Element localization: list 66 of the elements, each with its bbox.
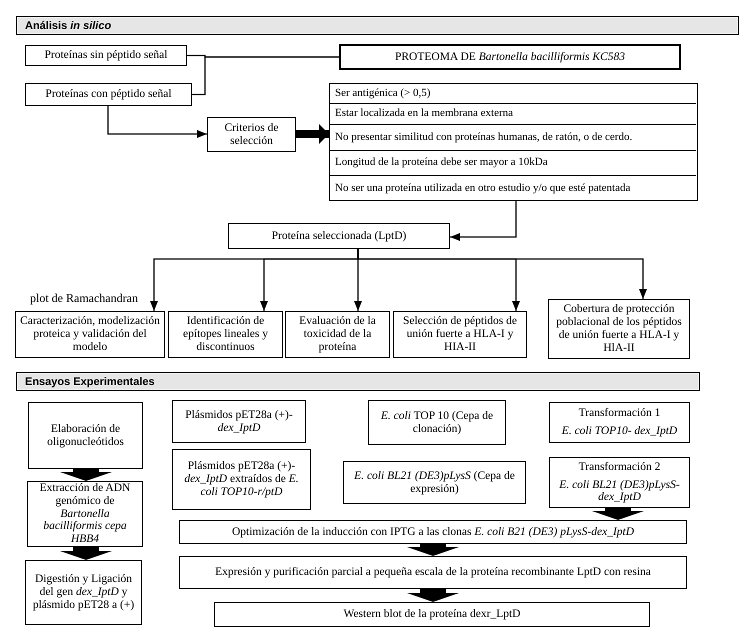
process-box (393, 311, 527, 358)
tool-label: plot de Ramachandran (30, 292, 138, 306)
process-box (28, 402, 143, 469)
box-text: Proteínas sin péptido señal (44, 49, 168, 62)
box-text: Identificación de epítopes lineales y discontinuos (182, 315, 269, 354)
process-box (25, 560, 142, 625)
arrow (107, 106, 207, 138)
process-box (168, 311, 283, 358)
box-text: Estar localizada en la membrana externa (335, 107, 514, 120)
process-box (25, 83, 192, 106)
box-text: Expresión y purificación parcial a pequeña escala de la proteína recombinante LptD con resina (215, 566, 651, 579)
box-text: E. coli TOP 10 (Cepa de clonación) (380, 410, 494, 436)
process-box (285, 311, 390, 358)
process-box (25, 45, 187, 66)
box-text: PROTEOMA DE Bartonella bacilliformis KC583 (394, 50, 625, 64)
block-arrow (296, 124, 329, 144)
box-text: No ser una proteína utilizada en otro estudio y/o que esté patentada (335, 182, 630, 194)
process-box (179, 520, 687, 544)
box-text: Optimización de la inducción con IPTG a las clonas E. coli B21 (DE3) pLysS-dex_IptD (232, 526, 634, 538)
block-arrow (60, 547, 112, 560)
block-arrow (407, 544, 459, 556)
box-text: Transformación 1 (578, 407, 660, 420)
box-text: Ser antigénica (> 0,5) (335, 86, 430, 100)
section-header (16, 16, 739, 35)
arrow (357, 249, 647, 299)
section-header (16, 372, 700, 391)
box-body-text: E. coli TOP10- dex_IptD (562, 425, 678, 438)
box-text: Proteína seleccionada (LptD) (272, 230, 406, 242)
process-box (214, 602, 650, 627)
process-box (343, 461, 526, 504)
section-title: Análisis in silico (25, 20, 112, 32)
block-arrow (407, 589, 459, 602)
block-arrow (60, 469, 112, 481)
box-text: Evaluación de la toxicidad de la proteína (298, 315, 377, 354)
process-box (548, 299, 690, 359)
process-box (27, 481, 143, 547)
process-box (549, 402, 690, 443)
box-text: Plásmidos pET28a (+)-dex_IptD extraídos de E. coli TOP10-r/ptD (183, 460, 300, 499)
process-box (172, 400, 306, 443)
box-text: Cobertura de protección poblacional de los péptidos de unión fuerte a HLA-I y HlA-II (555, 303, 683, 355)
box-text: Plásmidos pET28a (+)-dex_IptD (184, 408, 294, 434)
process-box (228, 223, 450, 249)
process-box (207, 117, 296, 152)
box-text: Extracción de ADN genómico de Bartonella bacilliformis cepa HBB4 (38, 482, 132, 546)
box-text: Western blot de la proteína dexr_LptD (344, 608, 520, 621)
section-title: Ensayos Experimentales (25, 376, 155, 388)
arrow (450, 201, 517, 241)
box-text: No presentar similitud con proteínas humanas, de ratón, o de cerdo. (335, 130, 632, 144)
criteria-table (329, 83, 698, 201)
box-body-text: E. coli BL21 (DE3)pLysS- dex_IptD (558, 478, 681, 504)
block-arrow (592, 508, 644, 520)
box-text: Criterios de selección (224, 122, 280, 148)
box-text: Selección de péptidos de unión fuerte a HLA-I y HIA-II (402, 315, 518, 354)
box-text: Elaboración de oligonucleótidos (46, 422, 125, 448)
title-box (339, 44, 681, 70)
connector-line (192, 56, 339, 96)
box-text: Caracterización, modelización proteica y validación del modelo (19, 315, 161, 354)
process-box (368, 400, 506, 445)
process-box (549, 457, 690, 508)
box-text: Proteínas con péptido señal (45, 88, 172, 101)
process-box (179, 556, 687, 589)
box-text: Transformación 2 (578, 460, 660, 474)
box-text: Digestión y Ligación del gen dex_IptD y plásmido pET28 a (+) (32, 573, 136, 612)
process-box (172, 449, 311, 510)
box-text: E. coli BL21 (DE3)pLysS (Cepa de expresión) (353, 470, 516, 496)
box-text: Longitud de la proteína debe ser mayor a 10kDa (335, 156, 548, 169)
